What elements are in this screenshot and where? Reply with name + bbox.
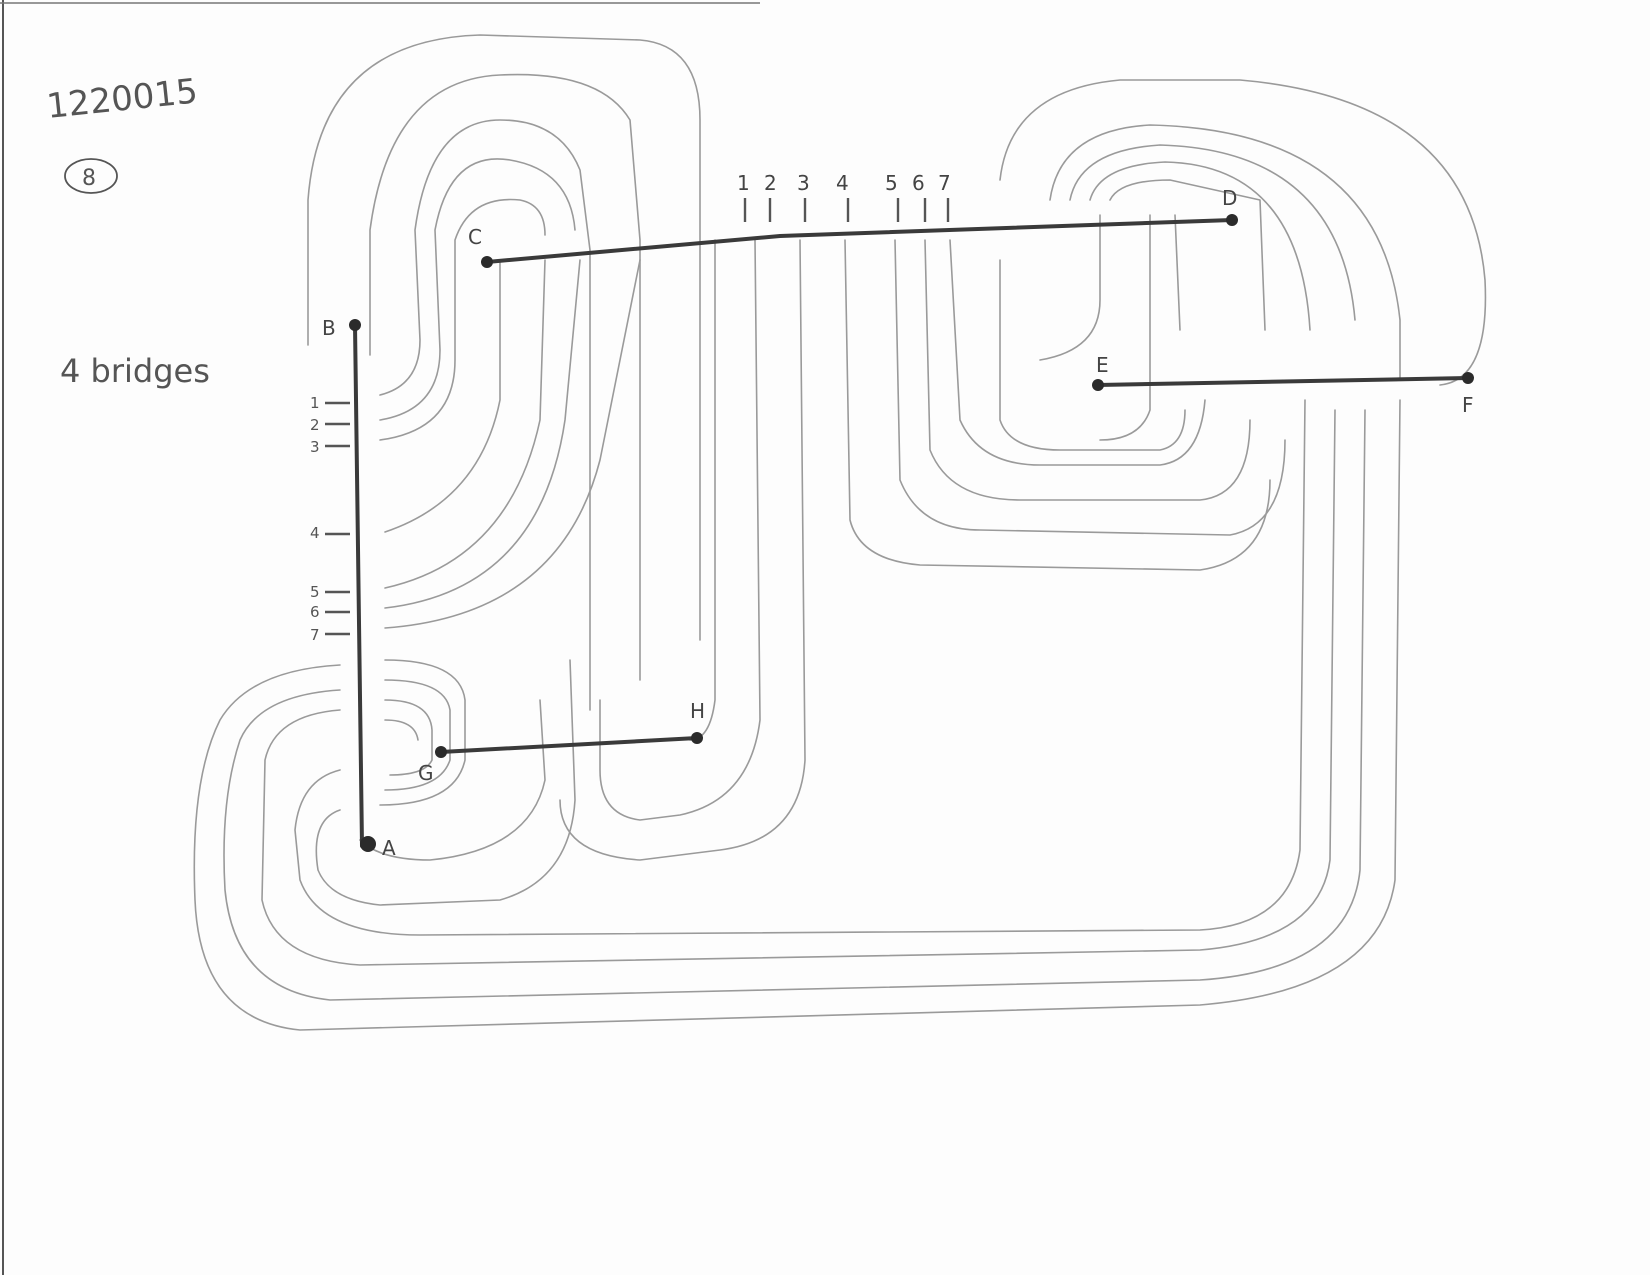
node-d: [1226, 214, 1238, 226]
bridge-g-h: [441, 738, 697, 752]
node-a: [360, 836, 376, 852]
top-tick-group: 1 2 3 4 5 6 7: [737, 171, 951, 222]
left-tick-label: 1: [310, 394, 320, 412]
left-tick-label: 4: [310, 524, 320, 542]
left-tick-label: 2: [310, 416, 320, 434]
top-tick-label: 7: [938, 171, 951, 195]
top-tick-label: 1: [737, 171, 750, 195]
top-tick-label: 2: [764, 171, 777, 195]
label-g: G: [418, 761, 434, 785]
label-e: E: [1096, 353, 1109, 377]
bridge-a-b: [355, 325, 362, 846]
top-tick-label: 3: [797, 171, 810, 195]
label-d: D: [1222, 186, 1237, 210]
left-tick-label: 3: [310, 438, 320, 456]
bridges-note: 4 bridges: [60, 352, 210, 390]
top-tick-label: 6: [912, 171, 925, 195]
circled-number: 8: [82, 166, 96, 191]
node-g: [435, 746, 447, 758]
node-e: [1092, 379, 1104, 391]
bridge-c-d: [487, 220, 1232, 262]
label-h: H: [690, 699, 705, 723]
left-tick-label: 5: [310, 583, 320, 601]
left-tick-label: 7: [310, 626, 320, 644]
node-c: [481, 256, 493, 268]
label-c: C: [468, 225, 482, 249]
bridge-e-f: [1098, 378, 1468, 385]
label-f: F: [1462, 393, 1474, 417]
label-a: A: [382, 836, 396, 860]
right-contour-group: [1000, 80, 1485, 450]
left-tick-group: 1 2 3 4 5 6 7: [310, 394, 350, 644]
left-tick-label: 6: [310, 603, 320, 621]
left-contour-group: [308, 35, 700, 710]
node-b: [349, 319, 361, 331]
center-contour-group: [560, 240, 1285, 860]
top-tick-label: 5: [885, 171, 898, 195]
top-tick-label: 4: [836, 171, 849, 195]
label-b: B: [322, 316, 336, 340]
node-h: [691, 732, 703, 744]
node-f: [1462, 372, 1474, 384]
sheet-id: 1220015: [45, 71, 200, 127]
